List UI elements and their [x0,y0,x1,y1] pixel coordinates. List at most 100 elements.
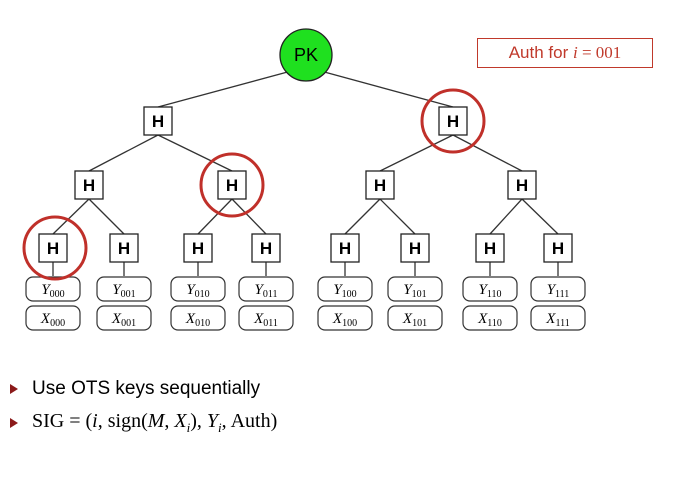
auth-path-circles [22,88,486,281]
leaf-y-101: Y101 [387,276,443,302]
tree-edge [88,134,159,172]
auth-label-prefix: Auth for [508,43,573,62]
hash-node-level3-5: H [400,233,430,263]
hash-node-box [38,233,68,263]
leaf-pill-box [238,276,294,302]
tree-edge [52,198,90,235]
leaf-x-000: X000 [25,305,81,331]
tree-edge [452,134,523,172]
leaf-pill-label: Y100 [333,282,356,300]
hash-node-label: H [409,239,421,258]
hash-node-label: H [339,239,351,258]
hash-node-label: H [516,176,528,195]
auth-label-box: Auth for i = 001 [477,38,653,68]
leaf-pill-label: X001 [111,311,136,329]
hash-node-box [143,106,173,136]
auth-circle-level2-01 [199,152,265,218]
leaf-pill-box [317,305,373,331]
hash-node-box [74,170,104,200]
auth-label-var: i [572,43,578,62]
leaf-y-011: Y011 [238,276,294,302]
auth-label-eq: = [577,43,596,62]
leaf-pill-box [25,305,81,331]
triangle-bullet-icon [10,384,18,394]
root-label: PK [294,45,318,65]
auth-circle-leaf-000 [22,215,88,281]
tree-edge [489,198,523,235]
hash-node-level3-6: H [475,233,505,263]
leaf-pill-box [170,276,226,302]
bullet-item-1: Use OTS keys sequentially [10,372,277,406]
hash-node-label: H [552,239,564,258]
hash-node-level3-7: H [543,233,573,263]
hash-node-box [507,170,537,200]
hash-node-label: H [374,176,386,195]
hash-node-level2-3: H [507,170,537,200]
leaf-pill-box [96,305,152,331]
leaf-pill-box [462,305,518,331]
hash-node-level3-3: H [251,233,281,263]
leaf-y-010: Y010 [170,276,226,302]
auth-circle-level1-1 [420,88,486,154]
leaf-x-111: X111 [530,305,586,331]
leaf-x-110: X110 [462,305,518,331]
leaf-pill-label: Y010 [186,282,209,300]
hash-node-label: H [152,112,164,131]
leaf-pill-label: Y101 [403,282,426,300]
leaf-y-001: Y001 [96,276,152,302]
hash-node-level3-2: H [183,233,213,263]
tree-edges [52,66,559,276]
leaf-pill-box [96,276,152,302]
leaf-pill-box [462,276,518,302]
hash-node-box [543,233,573,263]
leaf-pill-label: X101 [402,311,427,329]
leaf-pill-label: Y011 [255,282,278,300]
root-node [279,28,333,82]
triangle-bullet-icon [10,418,18,428]
hash-node-label: H [192,239,204,258]
leaf-x-001: X001 [96,305,152,331]
hash-node-level2-1: H [217,170,247,200]
leaf-pill-box [238,305,294,331]
auth-label-value: 001 [595,43,622,62]
hash-node-box [109,233,139,263]
hash-node-box [438,106,468,136]
tree-edge [157,66,307,108]
leaf-x-101: X101 [387,305,443,331]
leaf-pill-label: X011 [253,311,278,329]
hash-node-box [251,233,281,263]
hash-node-level2-0: H [74,170,104,200]
hash-node-level3-0: H [38,233,68,263]
leaf-pill-label: X100 [332,311,357,329]
tree-leaves: Y000X000Y001X001Y010X010Y011X011Y100X100… [25,276,586,331]
hash-node-label: H [226,176,238,195]
leaf-y-111: Y111 [530,276,586,302]
hash-node-level1-1: H [438,106,468,136]
tree-edge [521,198,559,235]
hash-node-label: H [447,112,459,131]
hash-node-box [183,233,213,263]
leaf-y-100: Y100 [317,276,373,302]
leaf-pill-box [387,276,443,302]
hash-node-label: H [47,239,59,258]
bullet-list: Use OTS keys sequentially SIG = (i, sign… [10,372,277,440]
leaf-pill-label: X110 [477,311,502,329]
hash-node-label: H [118,239,130,258]
leaf-x-010: X010 [170,305,226,331]
leaf-pill-box [387,305,443,331]
leaf-pill-label: Y111 [547,282,570,300]
tree-edge [379,198,416,235]
hash-node-level2-2: H [365,170,395,200]
leaf-pill-box [170,305,226,331]
tree-edge [157,134,233,172]
leaf-pill-box [317,276,373,302]
leaf-pill-label: X010 [185,311,210,329]
tree-edge [344,198,381,235]
leaf-x-100: X100 [317,305,373,331]
bullet-text-2: SIG = (i, sign(M, Xi), Yi, Auth) [32,410,278,435]
hash-node-box [475,233,505,263]
leaf-pill-label: Y001 [112,282,135,300]
tree-edge [197,198,233,235]
leaf-pill-box [530,276,586,302]
